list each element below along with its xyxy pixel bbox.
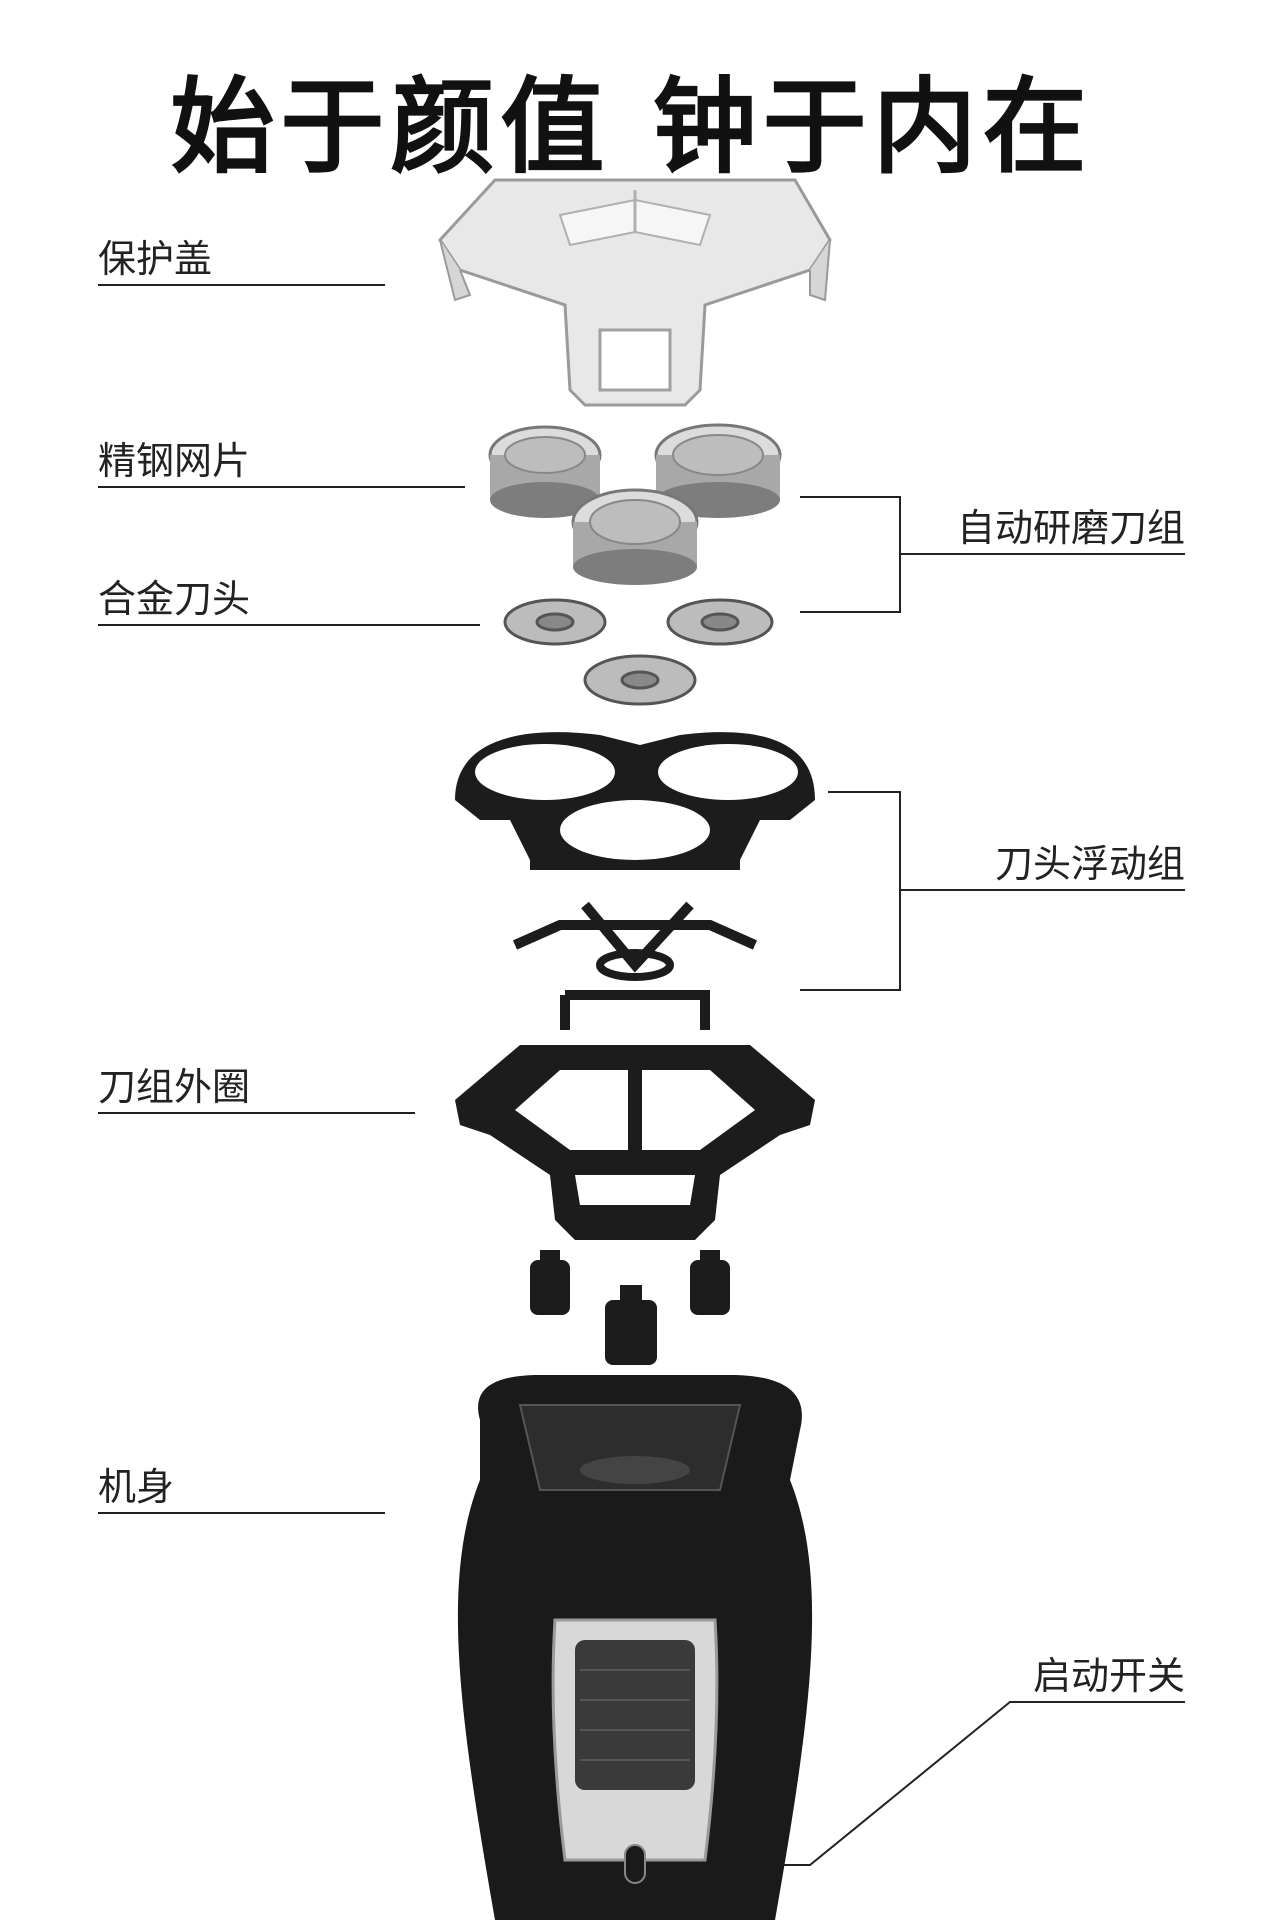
label-alloy-blade: 合金刀头	[98, 577, 251, 621]
label-switch: 启动开关	[1032, 1654, 1185, 1698]
label-floating-group: 刀头浮动组	[994, 842, 1185, 886]
alloy-blades	[503, 598, 774, 706]
bracket-floating	[800, 791, 901, 991]
steel-mesh-foils	[488, 423, 782, 585]
label-body: 机身	[98, 1465, 175, 1509]
drive-pins	[530, 1250, 730, 1365]
label-mesh: 精钢网片	[98, 439, 251, 483]
label-cover: 保护盖	[98, 237, 213, 281]
blade-outer-ring	[455, 1045, 815, 1240]
protective-cover	[438, 178, 832, 407]
label-grinding-group: 自动研磨刀组	[956, 506, 1185, 550]
label-outer-ring: 刀组外圈	[98, 1065, 251, 1109]
power-button-icon	[624, 1844, 646, 1884]
floating-frame	[455, 732, 815, 870]
page-title: 始于颜值 钟于内在	[170, 66, 1093, 188]
shaver-body	[457, 1375, 813, 1920]
bracket-grinding	[800, 496, 901, 613]
floating-bracket	[512, 901, 758, 1030]
